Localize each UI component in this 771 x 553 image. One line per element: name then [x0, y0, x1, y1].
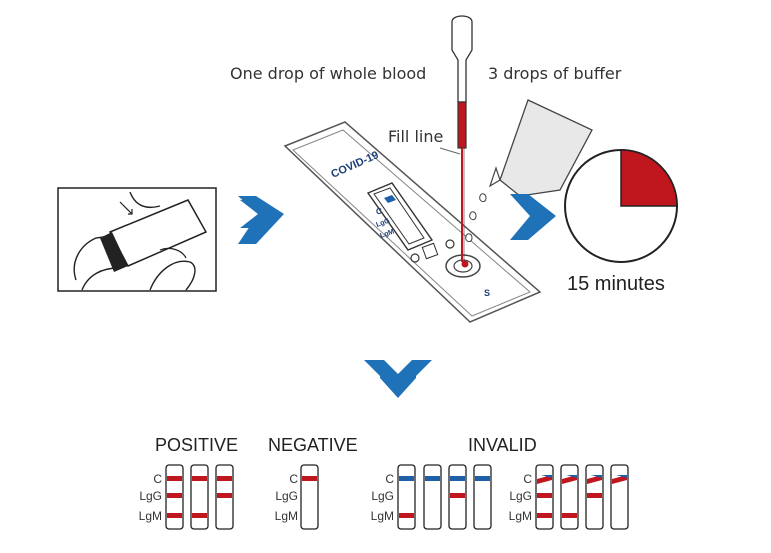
arrow-down-shape	[364, 360, 432, 394]
result-band-red	[192, 513, 207, 518]
result-band-blue	[425, 476, 440, 481]
result-strip	[300, 464, 319, 530]
buffer-dropper	[465, 99, 593, 243]
arrow-right-icon	[510, 194, 556, 240]
result-invalid-heading: INVALID	[468, 435, 537, 455]
result-band-red	[562, 513, 577, 518]
result-strips	[165, 464, 629, 530]
result-band-red	[399, 513, 414, 518]
row-label-c-3: C	[385, 472, 394, 486]
result-band-mixed	[612, 475, 627, 484]
result-band-red	[217, 493, 232, 498]
cassette-line-c: C	[376, 207, 382, 216]
hand-vial-illustration	[57, 187, 217, 292]
result-positive-heading: POSITIVE	[155, 435, 239, 455]
result-band-mixed	[562, 475, 577, 484]
result-band-red	[537, 513, 552, 518]
result-band-blue	[450, 476, 465, 481]
row-label-lgm-1: LgM	[138, 509, 162, 523]
result-strip	[610, 464, 629, 530]
row-label-lgm-2: LgM	[274, 509, 298, 523]
arrow-right-icon	[238, 196, 284, 244]
result-band-mixed-blue	[566, 475, 577, 478]
cassette-line-lgm: LgM	[379, 228, 395, 240]
result-band-red	[167, 476, 182, 481]
test-cassette	[283, 121, 542, 323]
result-band-mixed	[537, 475, 552, 484]
result-band-red	[192, 476, 207, 481]
fill-line-pointer	[439, 147, 461, 155]
result-band-red	[167, 513, 182, 518]
row-label-c-1: C	[153, 472, 162, 486]
blood-label: One drop of whole blood	[230, 64, 427, 83]
result-band-mixed-blue	[591, 475, 602, 478]
result-band-red	[450, 493, 465, 498]
result-band-red	[167, 493, 182, 498]
result-band-mixed-blue	[616, 475, 627, 478]
result-band-red	[217, 476, 232, 481]
result-strip	[423, 464, 442, 530]
row-label-lgg-4: LgG	[509, 489, 532, 503]
row-label-c-4: C	[523, 472, 532, 486]
result-band-mixed	[587, 475, 602, 484]
row-label-c-2: C	[289, 472, 298, 486]
result-strip	[190, 464, 209, 530]
result-band-mixed-blue	[541, 475, 552, 478]
result-band-red	[587, 493, 602, 498]
row-label-lgg-1: LgG	[139, 489, 162, 503]
result-strip	[397, 464, 416, 530]
row-label-lgm-4: LgM	[508, 509, 532, 523]
cassette-line-lgg: LgG	[375, 217, 391, 229]
result-strip	[473, 464, 492, 530]
buffer-label: 3 drops of buffer	[488, 64, 622, 83]
timer-label: 15 minutes	[567, 273, 665, 295]
result-negative-heading: NEGATIVE	[268, 435, 358, 455]
pipette	[451, 15, 473, 262]
row-label-lgm-3: LgM	[370, 509, 394, 523]
row-label-lgg-2: LgG	[275, 489, 298, 503]
timer-clock	[564, 149, 678, 263]
result-strip	[560, 464, 579, 530]
fill-line-label: Fill line	[388, 127, 444, 146]
row-label-lgg-3: LgG	[371, 489, 394, 503]
result-band-blue	[475, 476, 490, 481]
result-band-blue	[399, 476, 414, 481]
result-band-red	[302, 476, 317, 481]
cassette-sample-well: S	[484, 288, 490, 298]
result-band-red	[537, 493, 552, 498]
